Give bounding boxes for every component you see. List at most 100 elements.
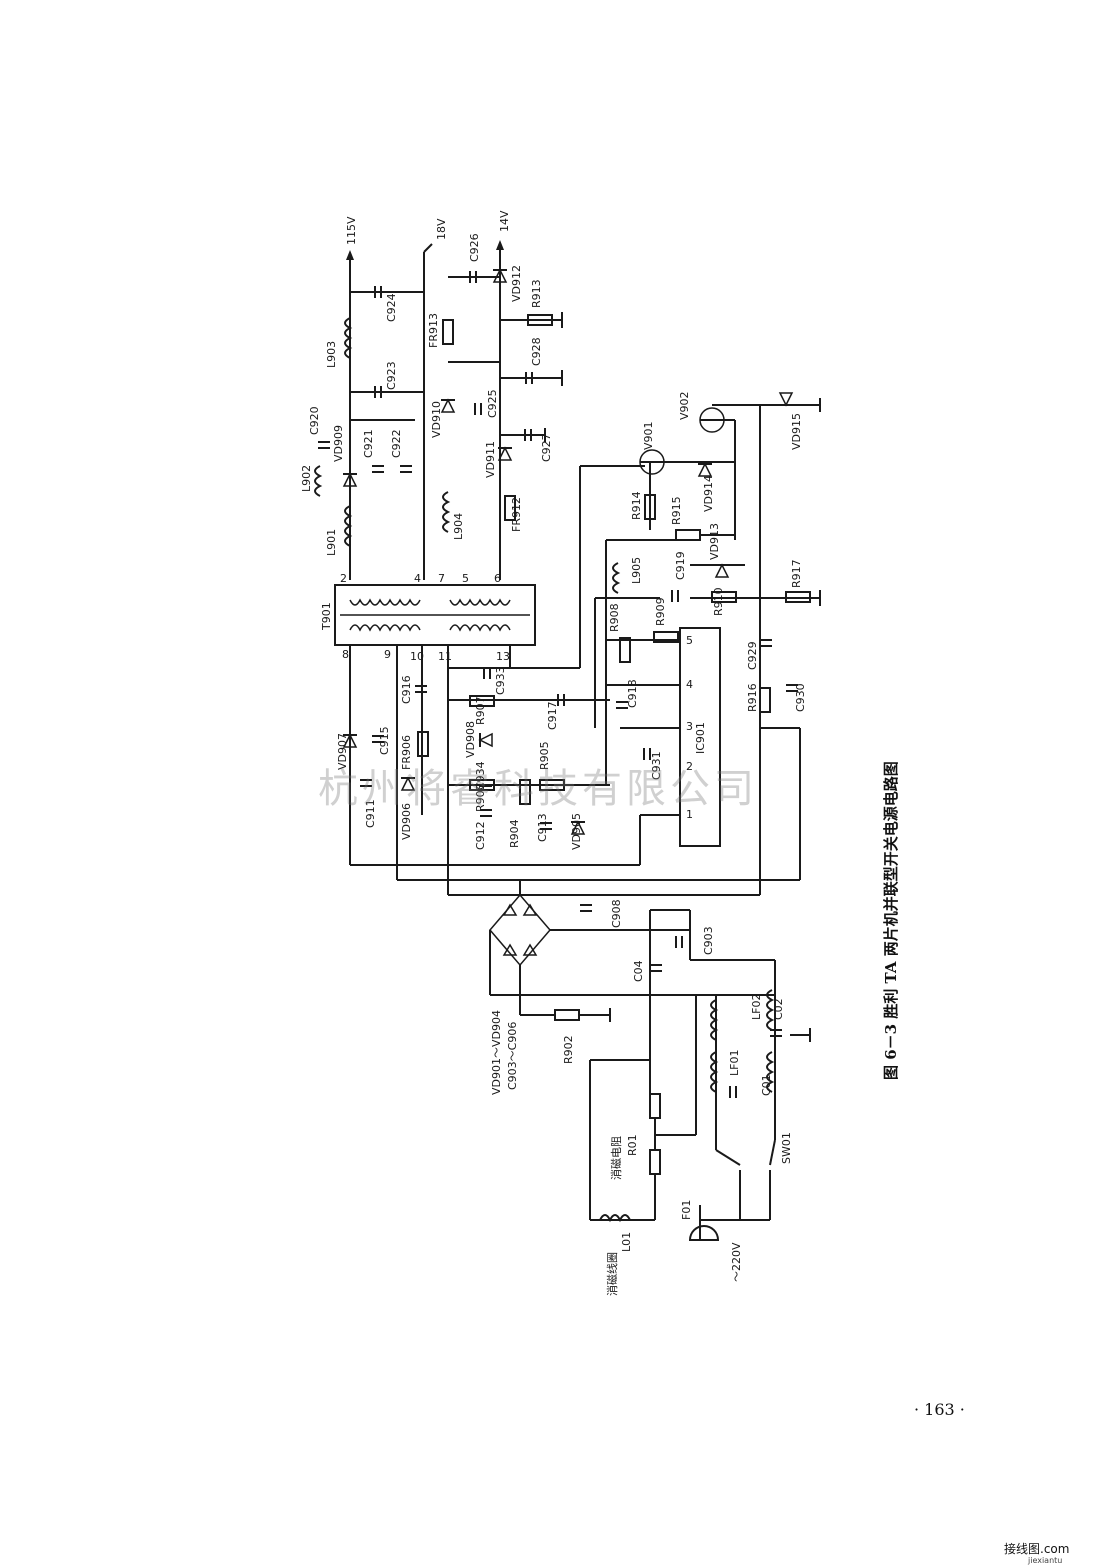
ic901-block [679,627,721,847]
label-l01: L01 [620,1232,633,1252]
label-r915: R915 [670,496,683,525]
label-vd908: VD908 [464,721,477,758]
label-pin4: 4 [414,572,421,585]
label-t901: T901 [320,602,333,631]
label-c912: C912 [474,821,487,850]
label-r910: R910 [712,587,725,616]
site-logo: 接线图.com jiexiantu [1004,1540,1069,1565]
label-c927: C927 [540,433,553,462]
watermark-text: 杭州将睿科技有限公司 [318,766,758,812]
label-c923: C923 [385,361,398,390]
label-ic-pin1: 1 [686,808,693,821]
transformer-t901 [334,584,536,646]
label-l905: L905 [630,557,643,584]
label-c918: C918 [626,679,639,708]
diode-symbols [342,268,794,967]
label-c911: C911 [364,799,377,828]
label-l902: L902 [300,465,313,492]
component-labels: 115V 18V 14V C924 L903 C923 FR913 C926 V… [300,210,807,1296]
label-ic-pin5: 5 [686,634,693,647]
label-c916: C916 [400,675,413,704]
label-c926: C926 [468,233,481,262]
label-pin6: 6 [494,572,501,585]
label-fr906: FR906 [400,735,413,770]
label-pin13: 13 [496,650,510,663]
ground-symbols [499,312,821,1042]
label-r908: R908 [608,603,621,632]
label-vd914: VD914 [702,475,715,512]
label-lf02: LF02 [750,994,763,1020]
label-c930: C930 [794,683,807,712]
label-vd910: VD910 [430,401,443,438]
label-r905: R905 [538,741,551,770]
label-mains-220v: ～220V [730,1242,743,1282]
label-r01: R01 [626,1134,639,1156]
label-c931: C931 [650,751,663,780]
label-c922: C922 [390,429,403,458]
label-115v: 115V [345,216,358,245]
label-c903: C903 [702,926,715,955]
label-l903: L903 [325,341,338,368]
label-vd909: VD909 [332,425,345,462]
label-c925: C925 [486,389,499,418]
label-c934: C934 [474,761,487,790]
label-c919: C919 [674,551,687,580]
label-pin9: 9 [384,648,391,661]
label-pin10: 10 [410,650,424,663]
label-vd915: VD915 [790,413,803,450]
page-number: · 163 · [914,1400,965,1419]
label-vd913: VD913 [708,523,721,560]
label-vd901-904: VD901～VD904 [490,1010,503,1095]
label-r909: R909 [654,597,667,626]
label-ic-pin4: 4 [686,678,693,691]
label-c915: C915 [378,726,391,755]
label-c933: C933 [494,666,507,695]
label-r903: R903 [474,783,487,812]
label-v902: V902 [678,391,691,420]
label-l904: L904 [452,513,465,540]
output-rails [346,240,562,580]
label-c917: C917 [546,701,559,730]
label-r907: R907 [474,696,487,725]
label-sw01: SW01 [780,1132,793,1164]
label-degauss-resistor: 消磁电阻 [609,1136,623,1180]
label-r913: R913 [530,279,543,308]
label-vd912: VD912 [510,265,523,302]
label-pin2: 2 [340,572,347,585]
label-vd907: VD907 [336,733,349,770]
ac-input-wiring [489,880,810,1241]
label-l901: L901 [325,529,338,556]
label-c928: C928 [530,337,543,366]
label-c908: C908 [610,899,623,928]
label-c929: C929 [746,641,759,670]
label-r917: R917 [790,559,803,588]
label-pin7: 7 [438,572,445,585]
label-r914: R914 [630,491,643,520]
label-c921: C921 [362,429,375,458]
label-ic-pin3: 3 [686,720,693,733]
label-14v: 14V [498,210,511,232]
label-fr912: FR912 [510,497,523,532]
capacitor-symbols [318,271,798,1098]
label-v901: V901 [642,421,655,450]
figure-caption: 图 6－3 胜利 TA 两片机并联型开关电源电路图 [882,761,900,1080]
label-c920: C920 [308,406,321,435]
label-r902: R902 [562,1035,575,1064]
label-degauss-coil: 消磁线圈 [605,1252,619,1296]
label-c924: C924 [385,293,398,322]
label-vd911: VD911 [484,441,497,478]
label-pin8: 8 [342,648,349,661]
label-lf01: LF01 [728,1050,741,1076]
site-url: jiexiantu [1028,1556,1063,1565]
label-18v: 18V [435,218,448,240]
label-fr913: FR913 [427,313,440,348]
label-ic901: IC901 [694,722,707,754]
label-c903-906: C903～C906 [506,1022,519,1090]
label-vd905: VD905 [570,813,583,850]
label-c02: C02 [772,998,785,1020]
label-c01: C01 [760,1074,773,1096]
primary-wiring [349,404,820,896]
label-c04: C04 [632,960,645,982]
